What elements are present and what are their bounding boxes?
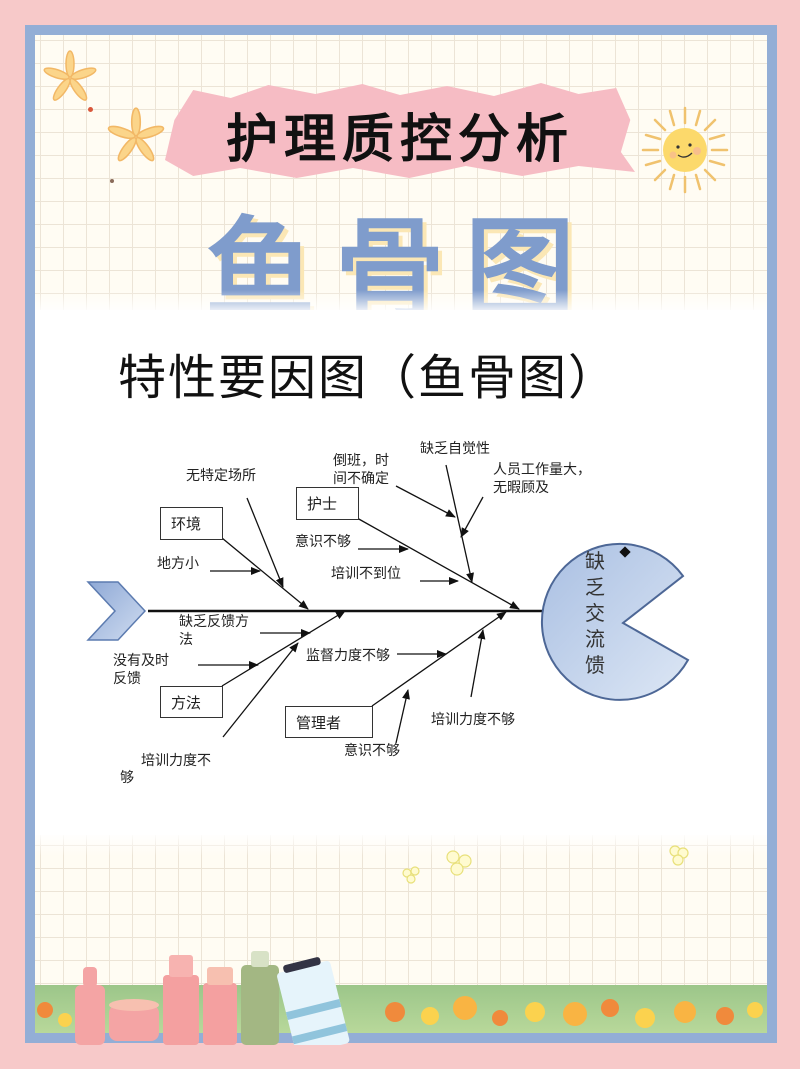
problem-char: 流	[585, 627, 605, 651]
cause-label: 倒班，时	[333, 453, 389, 469]
cause-label: 培训力度不够	[431, 712, 515, 728]
cause-label: 无暇顾及	[493, 480, 549, 496]
fish-head-icon	[540, 542, 690, 701]
problem-char: 缺	[585, 549, 605, 573]
flowers-icon	[37, 996, 763, 1028]
cause-label: 无特定场所	[186, 468, 256, 484]
category-box-environment: 环境	[160, 507, 223, 540]
cause-label: 够	[120, 770, 134, 786]
problem-char: 馈	[585, 653, 605, 677]
diagram-title: 特性要因图（鱼骨图）	[118, 350, 619, 406]
cause-label: 法	[179, 632, 193, 648]
cause-label: 没有及时	[113, 653, 169, 669]
problem-char: 乏	[585, 575, 605, 599]
cause-label: 人员工作量大，	[493, 462, 591, 478]
fish-eye-icon	[619, 546, 631, 558]
fade-divider	[35, 832, 767, 856]
cause-label: 意识不够	[295, 534, 351, 550]
dot-decoration	[110, 179, 114, 183]
cause-label: 缺乏反馈方	[179, 614, 249, 630]
dot-decoration	[88, 107, 93, 112]
cause-label: 地方小	[157, 556, 199, 572]
clover-icon	[402, 845, 689, 884]
cause-label: 监督力度不够	[306, 648, 390, 664]
bottles-icon	[75, 951, 350, 1045]
cause-label: 培训不到位	[331, 566, 401, 582]
category-box-manager: 管理者	[285, 706, 373, 738]
cause-label: 意识不够	[344, 743, 400, 759]
banner-title: 护理质控分析	[225, 110, 574, 170]
cause-label: 缺乏自觉性	[420, 441, 490, 457]
flower-icon	[107, 107, 165, 162]
cause-label: 反馈	[113, 671, 141, 687]
flower-icon	[43, 50, 97, 101]
title-banner-background	[165, 83, 635, 178]
sun-icon	[641, 106, 729, 194]
fade-divider	[35, 290, 767, 314]
cause-label: 培训力度不	[141, 753, 211, 769]
problem-char: 交	[585, 601, 605, 625]
fish-tail-icon	[86, 581, 147, 641]
category-box-method: 方法	[160, 686, 223, 718]
category-box-nurse: 护士	[296, 487, 359, 520]
problem-statement: 缺 乏 交 流 馈	[585, 548, 611, 678]
cause-label: 间不确定	[333, 471, 389, 487]
